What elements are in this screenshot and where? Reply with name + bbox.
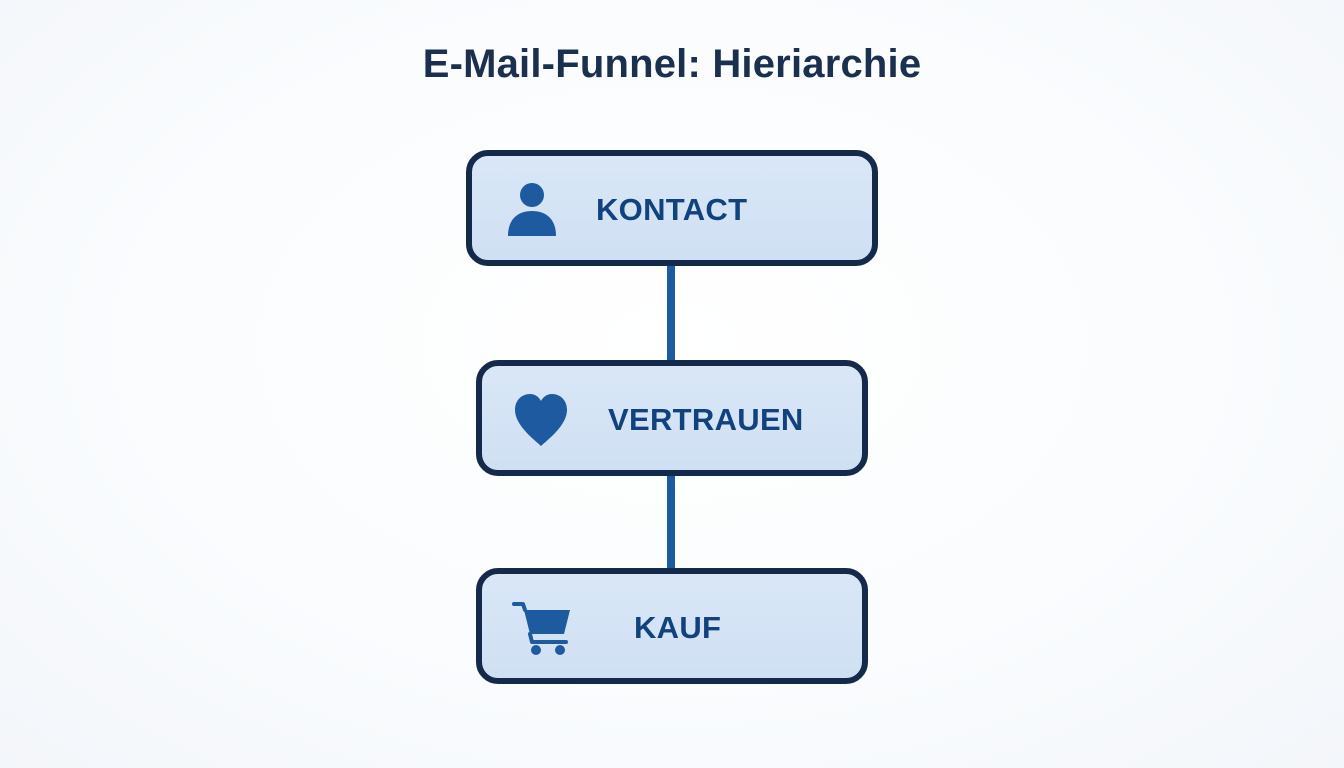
connector-vertrauen-kauf	[667, 472, 675, 572]
node-label-vertrauen: VERTRAUEN	[608, 402, 804, 437]
node-label-kauf: KAUF	[634, 610, 722, 645]
funnel-node-vertrauen: VERTRAUEN	[476, 360, 868, 476]
funnel-node-kontact: KONTACT	[466, 150, 878, 266]
person-icon	[502, 180, 562, 240]
connector-kontact-vertrauen	[667, 262, 675, 362]
heart-icon	[510, 390, 572, 450]
funnel-node-kauf: KAUF	[476, 568, 868, 684]
node-label-kontact: KONTACT	[596, 192, 748, 227]
diagram-title: E-Mail-Funnel: Hieriarchie	[422, 42, 922, 86]
shopping-cart-icon	[510, 596, 574, 660]
